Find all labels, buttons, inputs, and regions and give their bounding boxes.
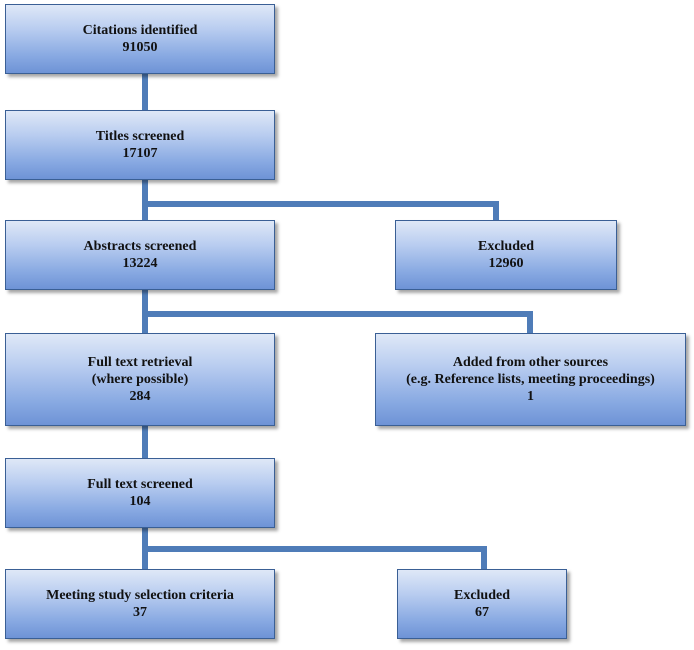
full-text-screened-label: Full text screened: [87, 477, 193, 492]
abstracts-screened-count: 13224: [122, 256, 158, 271]
titles-screened-box: Titles screened 17107: [5, 110, 275, 180]
full-text-retrieval-box: Full text retrieval (where possible) 284: [5, 333, 275, 426]
excluded-abstracts-label: Excluded: [477, 239, 534, 254]
citations-identified-count: 91050: [122, 40, 158, 55]
abstracts-screened-box: Abstracts screened 13224: [5, 220, 275, 290]
other-sources-count: 1: [527, 389, 534, 404]
excluded-abstracts-box: Excluded 12960: [395, 220, 617, 290]
excluded-abstracts-count: 12960: [488, 256, 524, 271]
full-text-retrieval-label: Full text retrieval: [87, 355, 193, 370]
meeting-criteria-count: 37: [133, 605, 147, 620]
other-sources-label: Added from other sources: [452, 355, 609, 370]
full-text-screened-count: 104: [129, 494, 151, 509]
meeting-criteria-label: Meeting study selection criteria: [46, 588, 234, 603]
other-sources-sublabel: (e.g. Reference lists, meeting proceedin…: [406, 372, 655, 387]
excluded-full-text-count: 67: [475, 605, 489, 620]
citations-identified-label: Citations identified: [82, 23, 198, 38]
full-text-retrieval-sublabel: (where possible): [91, 372, 189, 387]
excluded-full-text-label: Excluded: [453, 588, 510, 603]
citations-identified-box: Citations identified 91050: [5, 4, 275, 74]
excluded-full-text-box: Excluded 67: [397, 569, 567, 639]
titles-screened-count: 17107: [122, 146, 158, 161]
connector-abstracts-to-other-sources: [145, 311, 533, 333]
connector-titles-to-excluded: [145, 201, 499, 220]
other-sources-box: Added from other sources (e.g. Reference…: [375, 333, 686, 426]
titles-screened-label: Titles screened: [95, 129, 185, 144]
abstracts-screened-label: Abstracts screened: [83, 239, 197, 254]
full-text-retrieval-count: 284: [129, 389, 151, 404]
full-text-screened-box: Full text screened 104: [5, 458, 275, 528]
meeting-criteria-box: Meeting study selection criteria 37: [5, 569, 275, 639]
connector-screened-to-excluded: [145, 546, 487, 569]
